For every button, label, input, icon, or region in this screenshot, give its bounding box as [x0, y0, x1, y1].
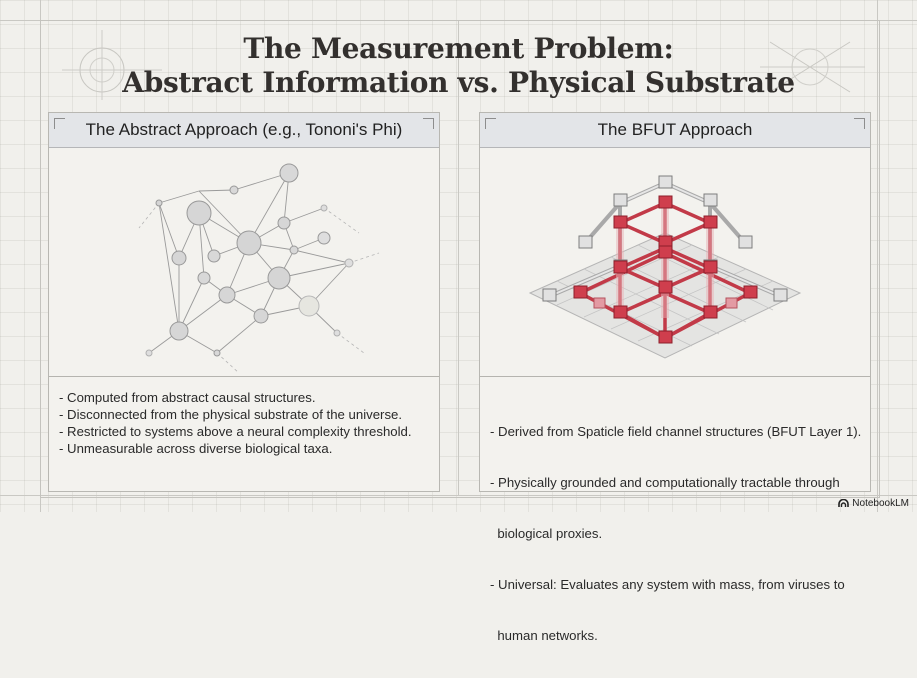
- abstract-bullet-4: - Unmeasurable across diverse biological…: [59, 441, 333, 456]
- bfut-approach-panel: The BFUT Approach: [479, 112, 871, 643]
- decorative-compass-sketch: [62, 30, 162, 100]
- page-title-line-1: The Measurement Problem:: [243, 32, 674, 65]
- bfut-bullet-1: - Derived from Spaticle field channel st…: [490, 424, 862, 439]
- bfut-approach-header-label: The BFUT Approach: [597, 120, 753, 139]
- bfut-approach-header: The BFUT Approach: [480, 113, 870, 148]
- outer-frame: [40, 20, 880, 498]
- notebooklm-label: NotebookLM: [852, 498, 909, 509]
- bfut-bullet-3-continued: human networks.: [490, 628, 598, 643]
- notebooklm-logo-icon: [838, 499, 850, 507]
- bfut-lattice-illustration: [480, 148, 870, 488]
- frame-guide-right: [877, 0, 878, 512]
- bfut-bullet-2-continued: biological proxies.: [490, 526, 603, 541]
- abstract-bullet-1: - Computed from abstract causal structur…: [59, 390, 316, 405]
- abstract-bullet-2: - Disconnected from the physical substra…: [59, 407, 403, 422]
- center-divider: [458, 20, 459, 495]
- decorative-geometry-sketch: [760, 41, 865, 93]
- notebooklm-watermark: NotebookLM: [838, 498, 909, 509]
- abstract-approach-panel: The Abstract Approach (e.g., Tononi's Ph…: [48, 112, 440, 492]
- corner-bracket-icon: [854, 118, 865, 129]
- abstract-network-illustration: [49, 148, 439, 488]
- corner-bracket-icon: [54, 118, 65, 129]
- frame-guide-bottom: [0, 495, 917, 496]
- bfut-bullet-3: - Universal: Evaluates any system with m…: [490, 577, 845, 592]
- abstract-approach-bullets: - Computed from abstract causal structur…: [49, 376, 439, 491]
- abstract-bullet-3: - Restricted to systems above a neural c…: [59, 424, 412, 439]
- abstract-approach-header-label: The Abstract Approach (e.g., Tononi's Ph…: [85, 120, 403, 139]
- network-graph-icon: [138, 163, 380, 374]
- page-title-line-2: Abstract Information vs. Physical Substr…: [122, 66, 795, 99]
- corner-bracket-icon: [485, 118, 496, 129]
- bfut-approach-bullets: - Derived from Spaticle field channel st…: [480, 376, 870, 643]
- abstract-approach-header: The Abstract Approach (e.g., Tononi's Ph…: [49, 113, 439, 148]
- bfut-bullet-2: - Physically grounded and computationall…: [490, 475, 840, 490]
- corner-bracket-icon: [423, 118, 434, 129]
- lattice-cube-icon: [528, 175, 802, 359]
